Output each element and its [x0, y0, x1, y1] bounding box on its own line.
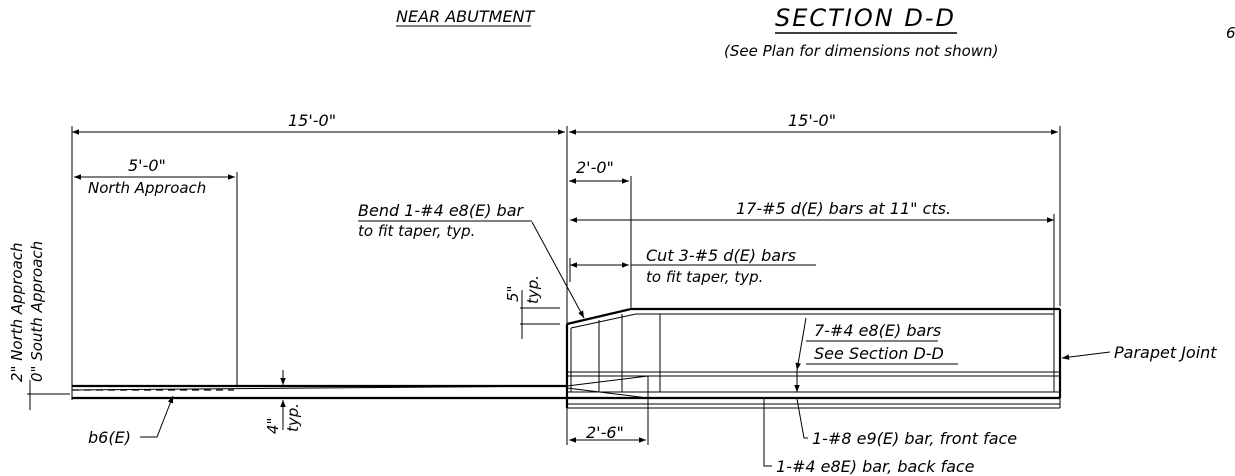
parapet-joint-label: Parapet Joint [1114, 343, 1217, 362]
taper-wedge-2 [566, 387, 649, 399]
section-title: SECTION D-D [775, 4, 956, 32]
five-in-typ: typ. [524, 275, 542, 304]
near-abutment-label: NEAR ABUTMENT [396, 7, 536, 26]
bars-7-leader-up [795, 317, 807, 371]
slab-taper-line [71, 385, 568, 391]
back-face-leader [763, 398, 772, 467]
four-in-typ: typ. [284, 403, 302, 432]
right-overall-value: 15'-0" [788, 111, 836, 130]
front-face-leader [796, 398, 808, 439]
parapet-taper-top [566, 307, 632, 326]
four-in-value: 4" [264, 418, 282, 434]
corner-mark: 6 [1226, 24, 1235, 42]
two-foot-value: 2'-0" [576, 158, 614, 177]
bend-bar [570, 313, 637, 329]
north-approach-label: North Approach [88, 179, 206, 197]
two-six-value: 2'-6" [586, 423, 624, 442]
front-face-note: 1-#8 e9(E) bar, front face [812, 429, 1017, 448]
b6-leader [140, 395, 174, 438]
five-in-value: 5" [504, 286, 522, 302]
vert-south-label: 0" South Approach [28, 241, 46, 382]
bend-note-line1: Bend 1-#4 e8(E) bar [358, 201, 524, 220]
b6-label: b6(E) [88, 428, 131, 447]
bars-7-line2: See Section D-D [814, 344, 944, 363]
bars-7-line1: 7-#4 e8(E) bars [814, 321, 941, 340]
section-subtitle: (See Plan for dimensions not shown) [724, 42, 998, 60]
back-face-note: 1-#4 e8E) bar, back face [776, 457, 975, 476]
bend-note-line2: to fit taper, typ. [358, 222, 475, 240]
cut-note-line2: to fit taper, typ. [646, 268, 763, 286]
cut-note-line1: Cut 3-#5 d(E) bars [646, 246, 796, 265]
north-approach-value: 5'-0" [128, 156, 166, 175]
vert-north-label: 2" North Approach [8, 242, 26, 382]
bars-17-note: 17-#5 d(E) bars at 11" cts. [736, 199, 951, 218]
taper-wedge [566, 375, 649, 398]
parapet-joint-leader [1061, 351, 1111, 360]
bend-leader [531, 221, 585, 319]
left-overall-value: 15'-0" [288, 111, 336, 130]
